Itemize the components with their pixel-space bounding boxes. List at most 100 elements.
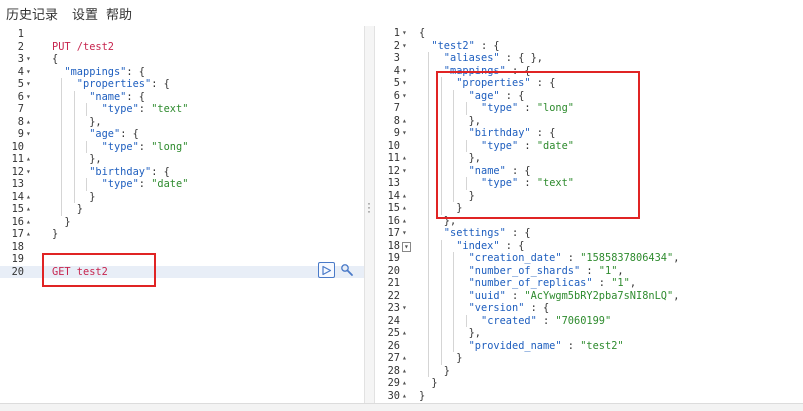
request-line[interactable]: 19	[0, 253, 364, 266]
fold-expand-icon[interactable]: ▾	[402, 241, 411, 252]
request-line[interactable]: 3▾{	[0, 53, 364, 66]
fold-expand-icon[interactable]: ▾	[402, 165, 407, 175]
code-text: }	[469, 190, 475, 203]
fold-expand-icon[interactable]: ▾	[402, 40, 407, 50]
code-token: : {	[530, 127, 556, 139]
code-token: "test2"	[580, 339, 624, 352]
indent-guide	[428, 102, 430, 115]
menu-help[interactable]: 帮助	[106, 7, 133, 22]
request-line[interactable]: 1	[0, 28, 364, 41]
fold-expand-icon[interactable]: ▾	[402, 90, 407, 100]
code-token: "birthday"	[468, 127, 531, 139]
pane-splitter[interactable]: ···	[364, 26, 375, 403]
fold-collapse-icon[interactable]: ▴	[402, 353, 407, 362]
request-line[interactable]: 14▴}	[0, 191, 364, 204]
fold-expand-icon[interactable]: ▾	[26, 54, 31, 63]
code-text: "test2" : {	[431, 40, 499, 53]
code-token: "1"	[598, 264, 618, 277]
fold-collapse-icon[interactable]: ▴	[402, 365, 407, 375]
request-line[interactable]: 7"type": "text"	[0, 103, 364, 116]
code-token: {	[52, 53, 59, 65]
request-line[interactable]: 10"type": "long"	[0, 141, 364, 154]
code-token: : {	[524, 302, 550, 314]
code-token: : {	[151, 78, 170, 90]
fold-collapse-icon[interactable]: ▴	[402, 153, 407, 162]
request-line[interactable]: 5▾"properties": {	[0, 78, 364, 91]
response-line: 28▴}	[375, 365, 803, 378]
fold-collapse-icon[interactable]: ▴	[402, 378, 407, 387]
code-token: :	[561, 339, 581, 352]
fold-expand-icon[interactable]: ▾	[26, 66, 31, 76]
fold-expand-icon[interactable]: ▾	[26, 91, 31, 101]
request-line[interactable]: 8▴},	[0, 116, 364, 129]
indent-guide	[73, 178, 75, 191]
request-line[interactable]: 15▴}	[0, 203, 364, 216]
code-text: "type": "long"	[102, 141, 189, 154]
fold-expand-icon[interactable]: ▾	[402, 28, 407, 37]
request-line[interactable]: 12▾"birthday": {	[0, 166, 364, 179]
fold-collapse-icon[interactable]: ▴	[26, 216, 31, 226]
code-text: }	[419, 390, 425, 403]
code-text: "created" : "7060199"	[481, 315, 611, 328]
fold-expand-icon[interactable]: ▾	[402, 228, 407, 237]
fold-collapse-icon[interactable]: ▴	[26, 116, 31, 126]
fold-collapse-icon[interactable]: ▴	[402, 390, 407, 400]
run-request-button[interactable]	[318, 262, 335, 278]
fold-expand-icon[interactable]: ▾	[402, 78, 407, 87]
fold-collapse-icon[interactable]: ▴	[26, 204, 31, 213]
fold-expand-icon[interactable]: ▾	[26, 129, 31, 138]
indent-guide	[453, 127, 455, 140]
fold-collapse-icon[interactable]: ▴	[402, 328, 407, 337]
response-line: 10"type" : "date"	[375, 140, 803, 153]
request-line[interactable]: 4▾"mappings": {	[0, 66, 364, 79]
indent-guide	[440, 239, 442, 252]
request-line[interactable]: 18	[0, 241, 364, 254]
line-number: 9	[17, 128, 24, 140]
fold-collapse-icon[interactable]: ▴	[402, 115, 407, 125]
indent-guide	[453, 139, 455, 152]
fold-expand-icon[interactable]: ▾	[26, 166, 31, 176]
fold-collapse-icon[interactable]: ▴	[26, 229, 31, 238]
fold-collapse-icon[interactable]: ▴	[26, 191, 31, 201]
indent-guide	[61, 203, 63, 216]
code-text: }	[456, 202, 462, 215]
code-text: {	[52, 53, 58, 66]
fold-collapse-icon[interactable]: ▴	[26, 154, 31, 163]
fold-expand-icon[interactable]: ▾	[26, 79, 31, 88]
line-number: 5	[17, 78, 24, 90]
request-line[interactable]: 9▾"age": {	[0, 128, 364, 141]
fold-expand-icon[interactable]: ▾	[402, 128, 407, 137]
request-line[interactable]: 13"type": "date"	[0, 178, 364, 191]
indent-guide	[428, 52, 430, 65]
line-number: 4	[393, 64, 400, 77]
indent-guide	[440, 302, 442, 315]
indent-guide	[428, 114, 430, 127]
fold-collapse-icon[interactable]: ▴	[402, 190, 407, 200]
fold-expand-icon[interactable]: ▾	[402, 65, 407, 75]
request-line[interactable]: 16▴}	[0, 216, 364, 229]
code-token: }	[76, 203, 83, 215]
code-text: "uuid" : "AcYwgm5bRY2pba7sNI8nLQ",	[469, 290, 680, 303]
line-number: 20	[11, 265, 24, 278]
menu-settings[interactable]: 设置	[72, 7, 99, 22]
code-token: "AcYwgm5bRY2pba7sNI8nLQ"	[524, 289, 674, 302]
code-token: :	[138, 103, 152, 115]
request-line[interactable]: 17▴}	[0, 228, 364, 241]
menu-history[interactable]: 历史记录	[6, 7, 59, 22]
request-line[interactable]: 11▴},	[0, 153, 364, 166]
code-text: },	[89, 153, 101, 166]
code-text: "birthday": {	[89, 166, 170, 179]
fold-collapse-icon[interactable]: ▴	[402, 203, 407, 212]
request-settings-button[interactable]	[338, 262, 355, 278]
fold-collapse-icon[interactable]: ▴	[402, 215, 407, 225]
fold-expand-icon[interactable]: ▾	[402, 303, 407, 312]
request-line[interactable]: 6▾"name": {	[0, 91, 364, 104]
response-line: 26"provided_name" : "test2"	[375, 340, 803, 353]
indent-guide	[428, 277, 430, 290]
code-token: :	[536, 314, 556, 327]
indent-guide	[453, 152, 455, 165]
code-text: }	[64, 216, 70, 229]
